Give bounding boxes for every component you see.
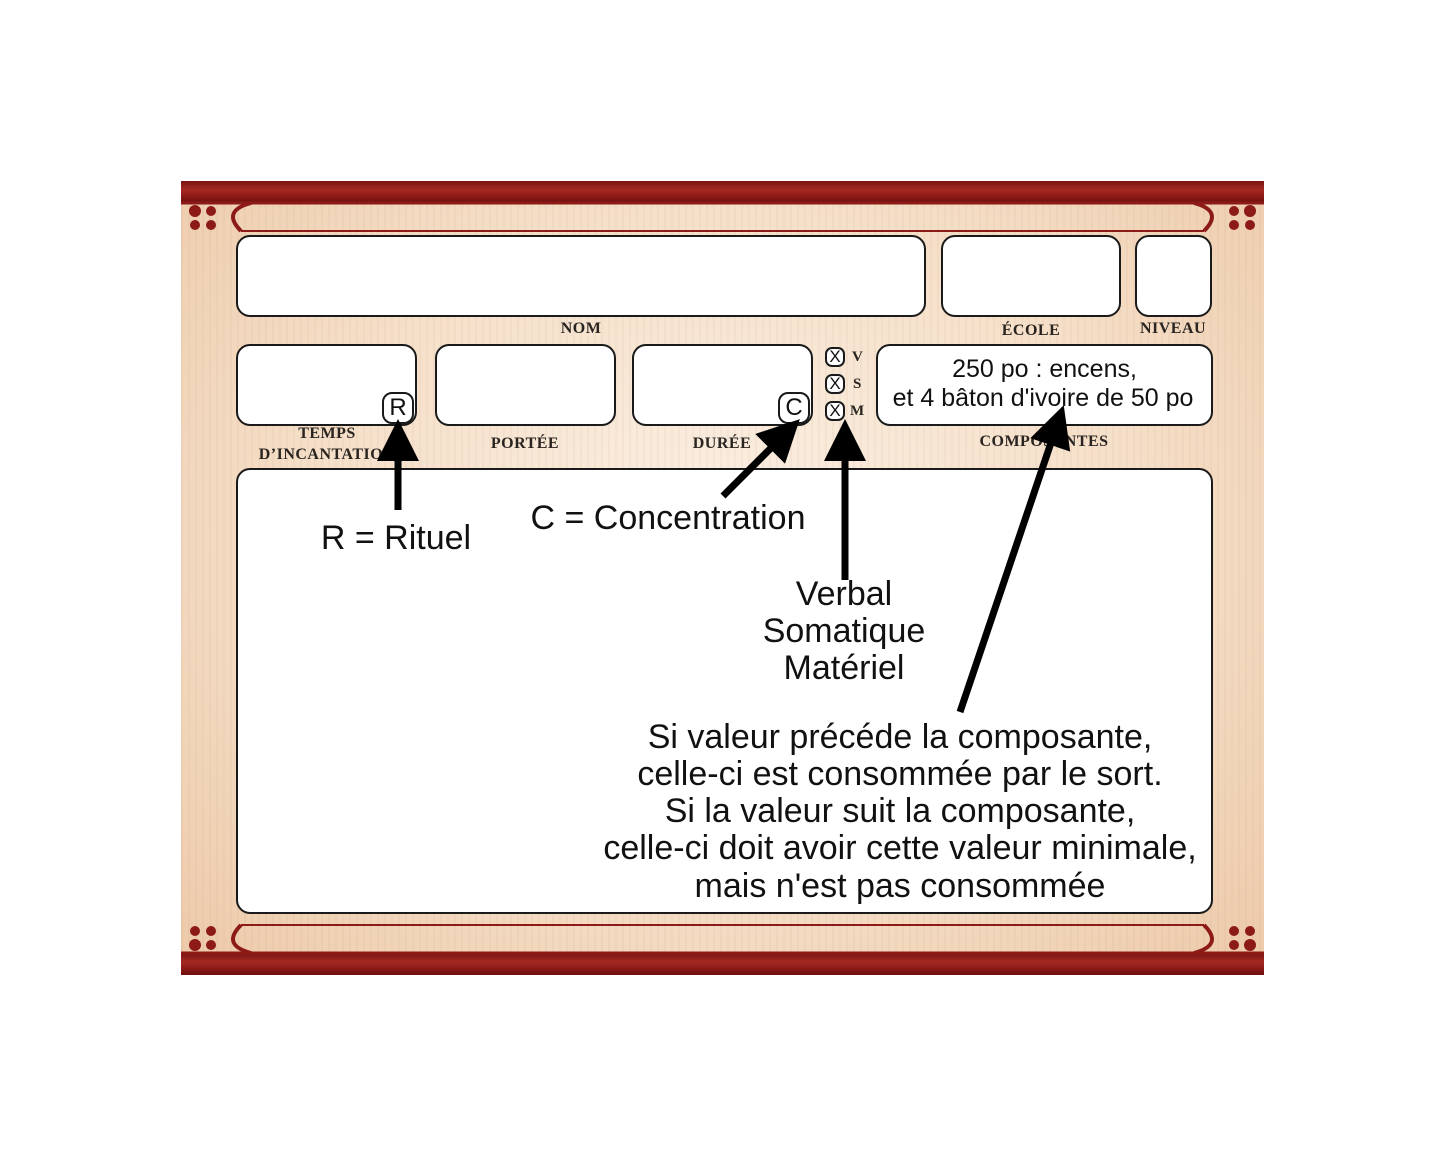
explanation-line-5: mais n'est pas consommée bbox=[694, 867, 1106, 905]
top-border-band bbox=[181, 181, 1264, 203]
vsm-annotation-materiel: Matériel bbox=[783, 649, 905, 687]
portee-field[interactable] bbox=[435, 344, 616, 426]
concentration-badge[interactable]: C bbox=[778, 392, 810, 424]
somatique-checkbox[interactable]: X bbox=[825, 374, 845, 394]
top-ornament bbox=[181, 201, 1264, 233]
materiel-checkbox[interactable]: X bbox=[825, 401, 845, 421]
rituel-badge[interactable]: R bbox=[382, 392, 414, 424]
vsm-annotation-verbal: Verbal bbox=[795, 575, 893, 613]
somatique-letter: S bbox=[853, 376, 862, 392]
materiel-letter: M bbox=[850, 403, 865, 419]
duree-label: DURÉE bbox=[692, 435, 752, 452]
temps-label-line2: D’INCANTATION bbox=[258, 446, 396, 463]
explanation-line-4: celle-ci doit avoir cette valeur minimal… bbox=[603, 829, 1197, 867]
explanation-line-3: Si la valeur suit la composante, bbox=[664, 792, 1136, 830]
niveau-label: NIVEAU bbox=[1139, 320, 1207, 337]
composantes-text-line2: et 4 bâton d'ivoire de 50 po bbox=[892, 384, 1194, 412]
ecole-field[interactable] bbox=[941, 235, 1121, 317]
bottom-ornament bbox=[181, 923, 1264, 955]
composantes-label: COMPOSANTES bbox=[979, 433, 1109, 450]
composantes-text-line1: 250 po : encens, bbox=[952, 355, 1137, 383]
nom-field[interactable] bbox=[236, 235, 926, 317]
bottom-border-band bbox=[181, 953, 1264, 975]
niveau-field[interactable] bbox=[1135, 235, 1212, 317]
portee-label: PORTÉE bbox=[490, 435, 560, 452]
nom-label: NOM bbox=[560, 320, 602, 337]
vsm-annotation-somatique: Somatique bbox=[762, 612, 926, 650]
ecole-label: ÉCOLE bbox=[1001, 322, 1061, 339]
concentration-annotation: C = Concentration bbox=[530, 499, 806, 537]
explanation-line-1: Si valeur précéde la composante, bbox=[647, 718, 1153, 756]
rituel-annotation: R = Rituel bbox=[320, 519, 472, 557]
verbal-letter: V bbox=[852, 349, 863, 365]
verbal-checkbox[interactable]: X bbox=[825, 347, 845, 367]
temps-label-line1: TEMPS bbox=[298, 425, 356, 442]
explanation-line-2: celle-ci est consommée par le sort. bbox=[637, 755, 1163, 793]
